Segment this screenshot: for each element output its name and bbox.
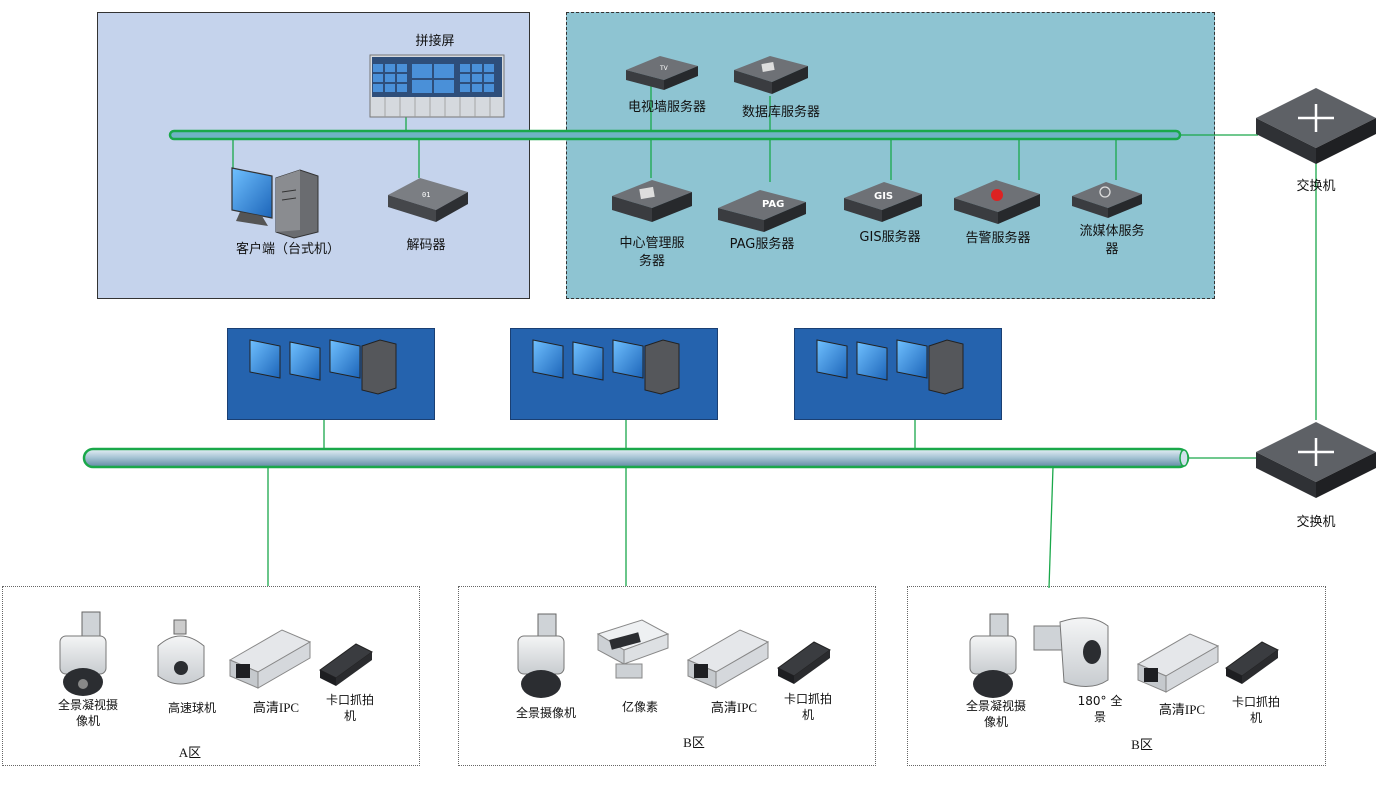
zone-b-name: B区 (683, 735, 705, 750)
bottom-backbone (82, 447, 1190, 469)
workstation-icons-1 (249, 339, 397, 395)
zone-a-hd-ipc-label: 高清IPC (252, 700, 300, 715)
alarm-server-icon (954, 180, 1040, 224)
stream-server-label-2: 器 (1105, 242, 1119, 257)
zone-a-name: A区 (178, 745, 202, 760)
gis-server-label: GIS服务器 (859, 230, 921, 245)
zone-c-hd-ipc-label: 高清IPC (1158, 702, 1206, 717)
stream-server-label-1: 流媒体服务 (1079, 224, 1145, 239)
streaming-media-server-icon (1072, 182, 1142, 218)
desktop-computer-icon (231, 167, 319, 239)
zone-b-gigapixel-label: 亿像素 (621, 700, 658, 714)
zone-c-180-panoramic-camera-icon (1033, 617, 1109, 687)
zone-a-checkpoint-camera-icon (319, 643, 373, 686)
switch-bottom-label: 交换机 (1296, 515, 1336, 530)
gis-server-icon (844, 182, 922, 222)
zone-b (458, 586, 876, 766)
zone-a-speed-dome-label: 高速球机 (167, 701, 216, 715)
top-backbone (168, 129, 1182, 141)
database-server-label: 数据库服务器 (741, 105, 820, 120)
zone-b-gigapixel-camera-icon (596, 619, 670, 679)
svg-text:01: 01 (422, 191, 430, 199)
zone-a-speed-dome-icon (157, 619, 205, 685)
zone-b-checkpoint-camera-label-1: 卡口抓拍 (783, 692, 832, 706)
central-management-server-icon (612, 180, 692, 222)
pag-server-label: PAG服务器 (729, 237, 795, 252)
zone-b-hd-ipc-label: 高清IPC (710, 700, 758, 715)
zone-c-panoramic-camera-label-2: 像机 (983, 715, 1008, 729)
tv-wall-server-label: 电视墙服务器 (627, 100, 706, 115)
zone-b-checkpoint-camera-icon (777, 641, 831, 684)
zone-a-hd-ipc-icon (228, 629, 312, 689)
pag-badge: PAG (762, 199, 784, 210)
tv-wall-server-icon (626, 56, 698, 90)
zone-b-hd-ipc-icon (686, 629, 770, 689)
database-server-icon (734, 56, 808, 94)
zone-a-checkpoint-camera-label-1: 卡口抓拍 (325, 693, 374, 707)
switch-top-icon (1256, 88, 1376, 164)
decoder-icon: 01 (388, 178, 468, 222)
zone-c-checkpoint-camera-icon (1225, 641, 1279, 684)
zone-b-checkpoint-camera-label-2: 机 (801, 708, 814, 722)
zone-c-checkpoint-camera-label-1: 卡口抓拍 (1231, 695, 1280, 709)
switch-bottom-icon (1256, 422, 1376, 498)
workstation-icons-2 (532, 339, 680, 395)
zone-c-name: B区 (1131, 737, 1153, 752)
zone-c-hd-ipc-icon (1136, 633, 1220, 693)
central-mgmt-server-label-1: 中心管理服 (619, 236, 685, 251)
gis-badge: GIS (874, 191, 893, 202)
zone-c-180-camera-label-2: 景 (1093, 710, 1106, 724)
video-wall-label: 拼接屏 (415, 34, 455, 49)
zone-c-panoramic-camera-icon (969, 613, 1017, 698)
decoder-label: 解码器 (406, 238, 446, 253)
zone-b-panoramic-camera-icon (517, 613, 565, 698)
pag-server-icon (718, 190, 806, 232)
zone-a (2, 586, 420, 766)
zone-b-panoramic-camera-label: 全景摄像机 (515, 706, 576, 720)
zone-c-180-camera-label-1: 180° 全 (1077, 694, 1123, 708)
zone-c-panoramic-camera-label-1: 全景凝视摄 (965, 699, 1026, 713)
zone-c-checkpoint-camera-label-2: 机 (1249, 711, 1262, 725)
link-lines (232, 85, 1317, 589)
workstation-icons-3 (816, 339, 964, 395)
tv-badge: TV (659, 65, 669, 72)
desktop-client-label: 客户端（台式机） (235, 242, 340, 257)
switch-top-label: 交换机 (1296, 179, 1336, 194)
zone-c (907, 586, 1326, 766)
zone-a-panoramic-camera-label-1: 全景凝视摄 (57, 698, 118, 712)
alarm-server-label: 告警服务器 (965, 231, 1031, 246)
zone-a-panoramic-camera-label-2: 像机 (75, 714, 100, 728)
video-wall-icon (369, 54, 505, 118)
zone-a-checkpoint-camera-label-2: 机 (343, 709, 356, 723)
zone-a-panoramic-camera-icon (59, 611, 107, 696)
central-mgmt-server-label-2: 务器 (638, 254, 665, 269)
